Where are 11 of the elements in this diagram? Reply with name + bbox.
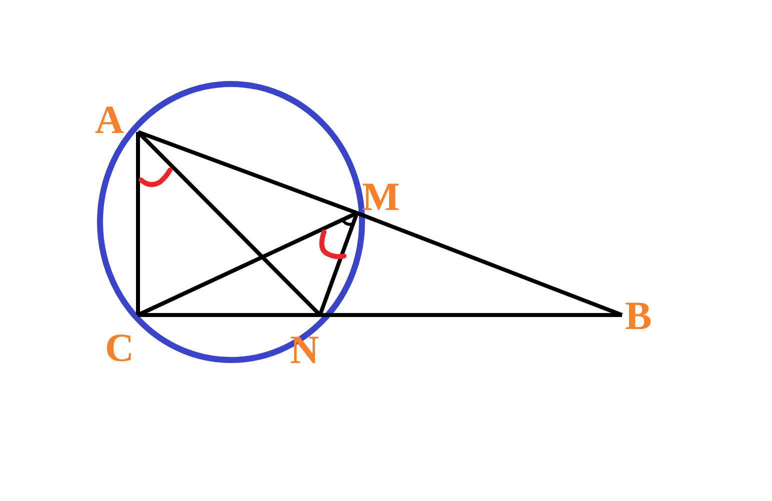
line-segment: [137, 130, 358, 215]
point-label: M: [362, 177, 400, 217]
line-segment: [136, 132, 140, 315]
point-label: A: [95, 100, 124, 140]
line-segment: [320, 313, 622, 317]
line-segment: [318, 212, 359, 316]
point-label: B: [625, 296, 652, 336]
point-label: N: [290, 330, 319, 370]
point-label: C: [105, 328, 134, 368]
line-segment: [138, 313, 320, 317]
line-segment: [356, 211, 623, 317]
